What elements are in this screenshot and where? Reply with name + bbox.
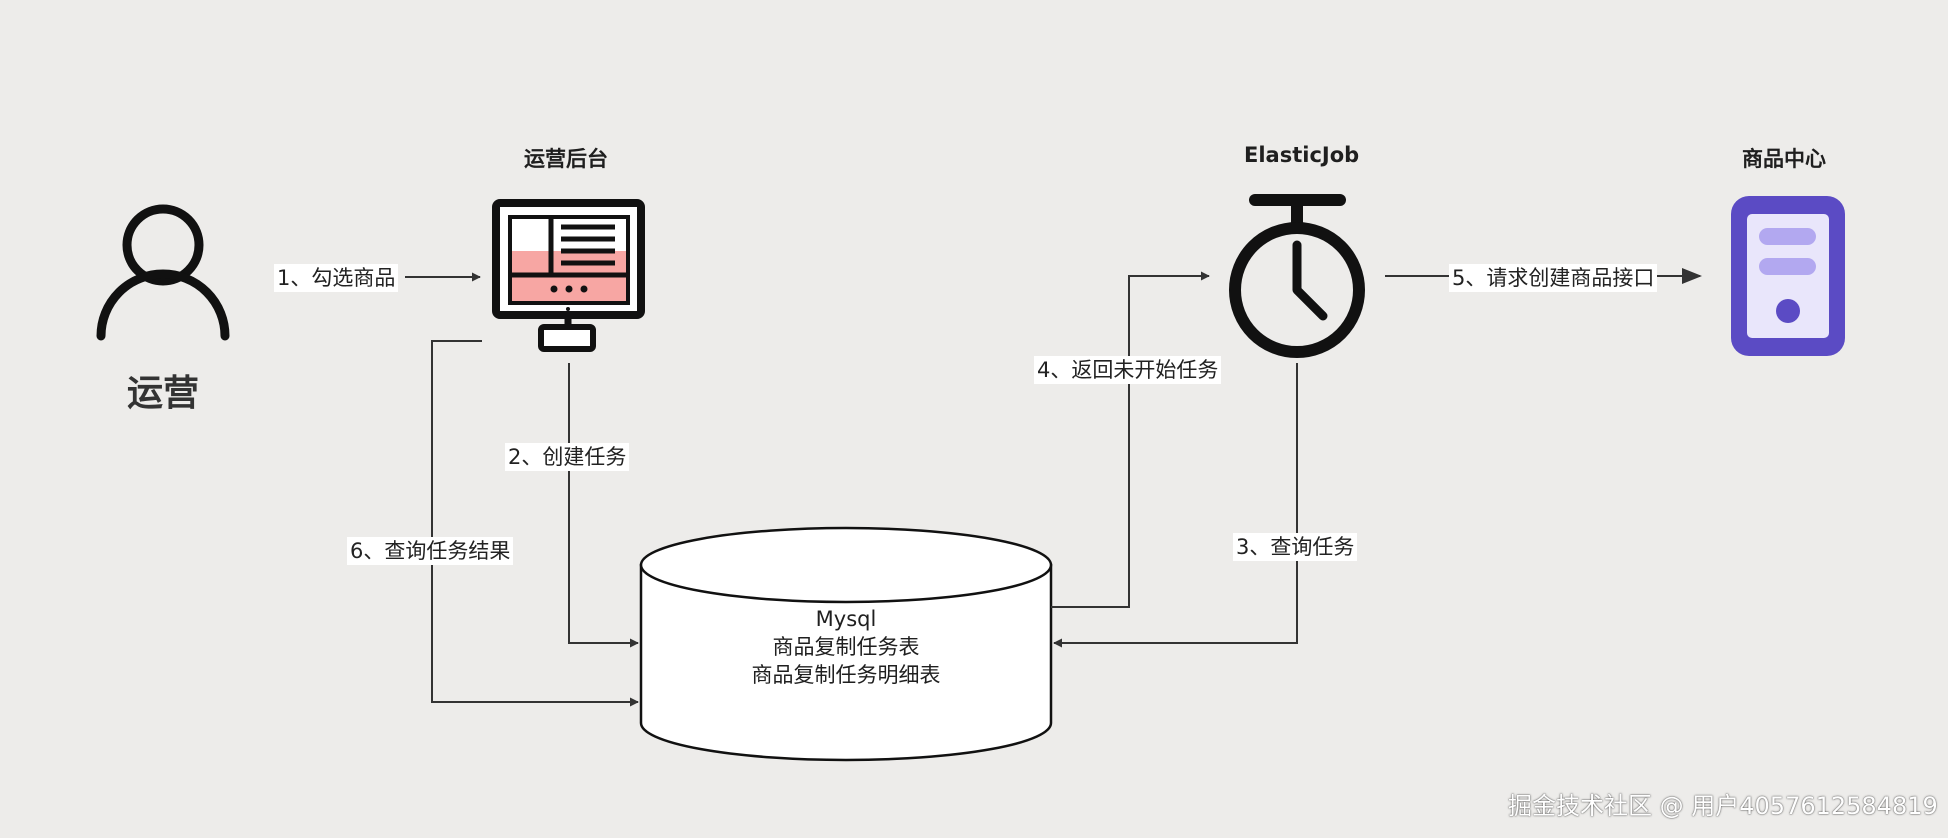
- edge-3-label: 3、查询任务: [1233, 533, 1358, 561]
- admin-title: 运营后台: [524, 147, 608, 171]
- edge-2-line: [568, 363, 639, 648]
- person-icon: [96, 204, 230, 341]
- timer-icon: [1229, 194, 1365, 358]
- edge-1-label: 1、勾选商品: [274, 264, 399, 292]
- server-icon: [1731, 196, 1845, 356]
- edge-6-label: 6、查询任务结果: [347, 537, 514, 565]
- operator-label: 运营: [127, 373, 200, 414]
- db-table-2: 商品复制任务明细表: [751, 663, 941, 687]
- mysql-label: Mysql 商品复制任务表 商品复制任务明细表: [636, 605, 1056, 689]
- edge-3-line: [1053, 363, 1298, 648]
- elasticjob-title: ElasticJob: [1244, 143, 1360, 167]
- product-center-title: 商品中心: [1742, 147, 1826, 171]
- monitor-icon: [492, 199, 645, 352]
- edge-4-label: 4、返回未开始任务: [1034, 356, 1222, 384]
- watermark: 掘金技术社区 @ 用户4057612584819: [1508, 792, 1938, 820]
- edge-5-label: 5、请求创建商品接口: [1449, 264, 1658, 292]
- db-name: Mysql: [815, 607, 877, 631]
- db-table-1: 商品复制任务表: [772, 635, 920, 659]
- edge-4-line: [1051, 271, 1210, 608]
- mysql-database: [639, 526, 1053, 762]
- edge-6-line: [431, 340, 639, 707]
- edge-2-label: 2、创建任务: [505, 443, 630, 471]
